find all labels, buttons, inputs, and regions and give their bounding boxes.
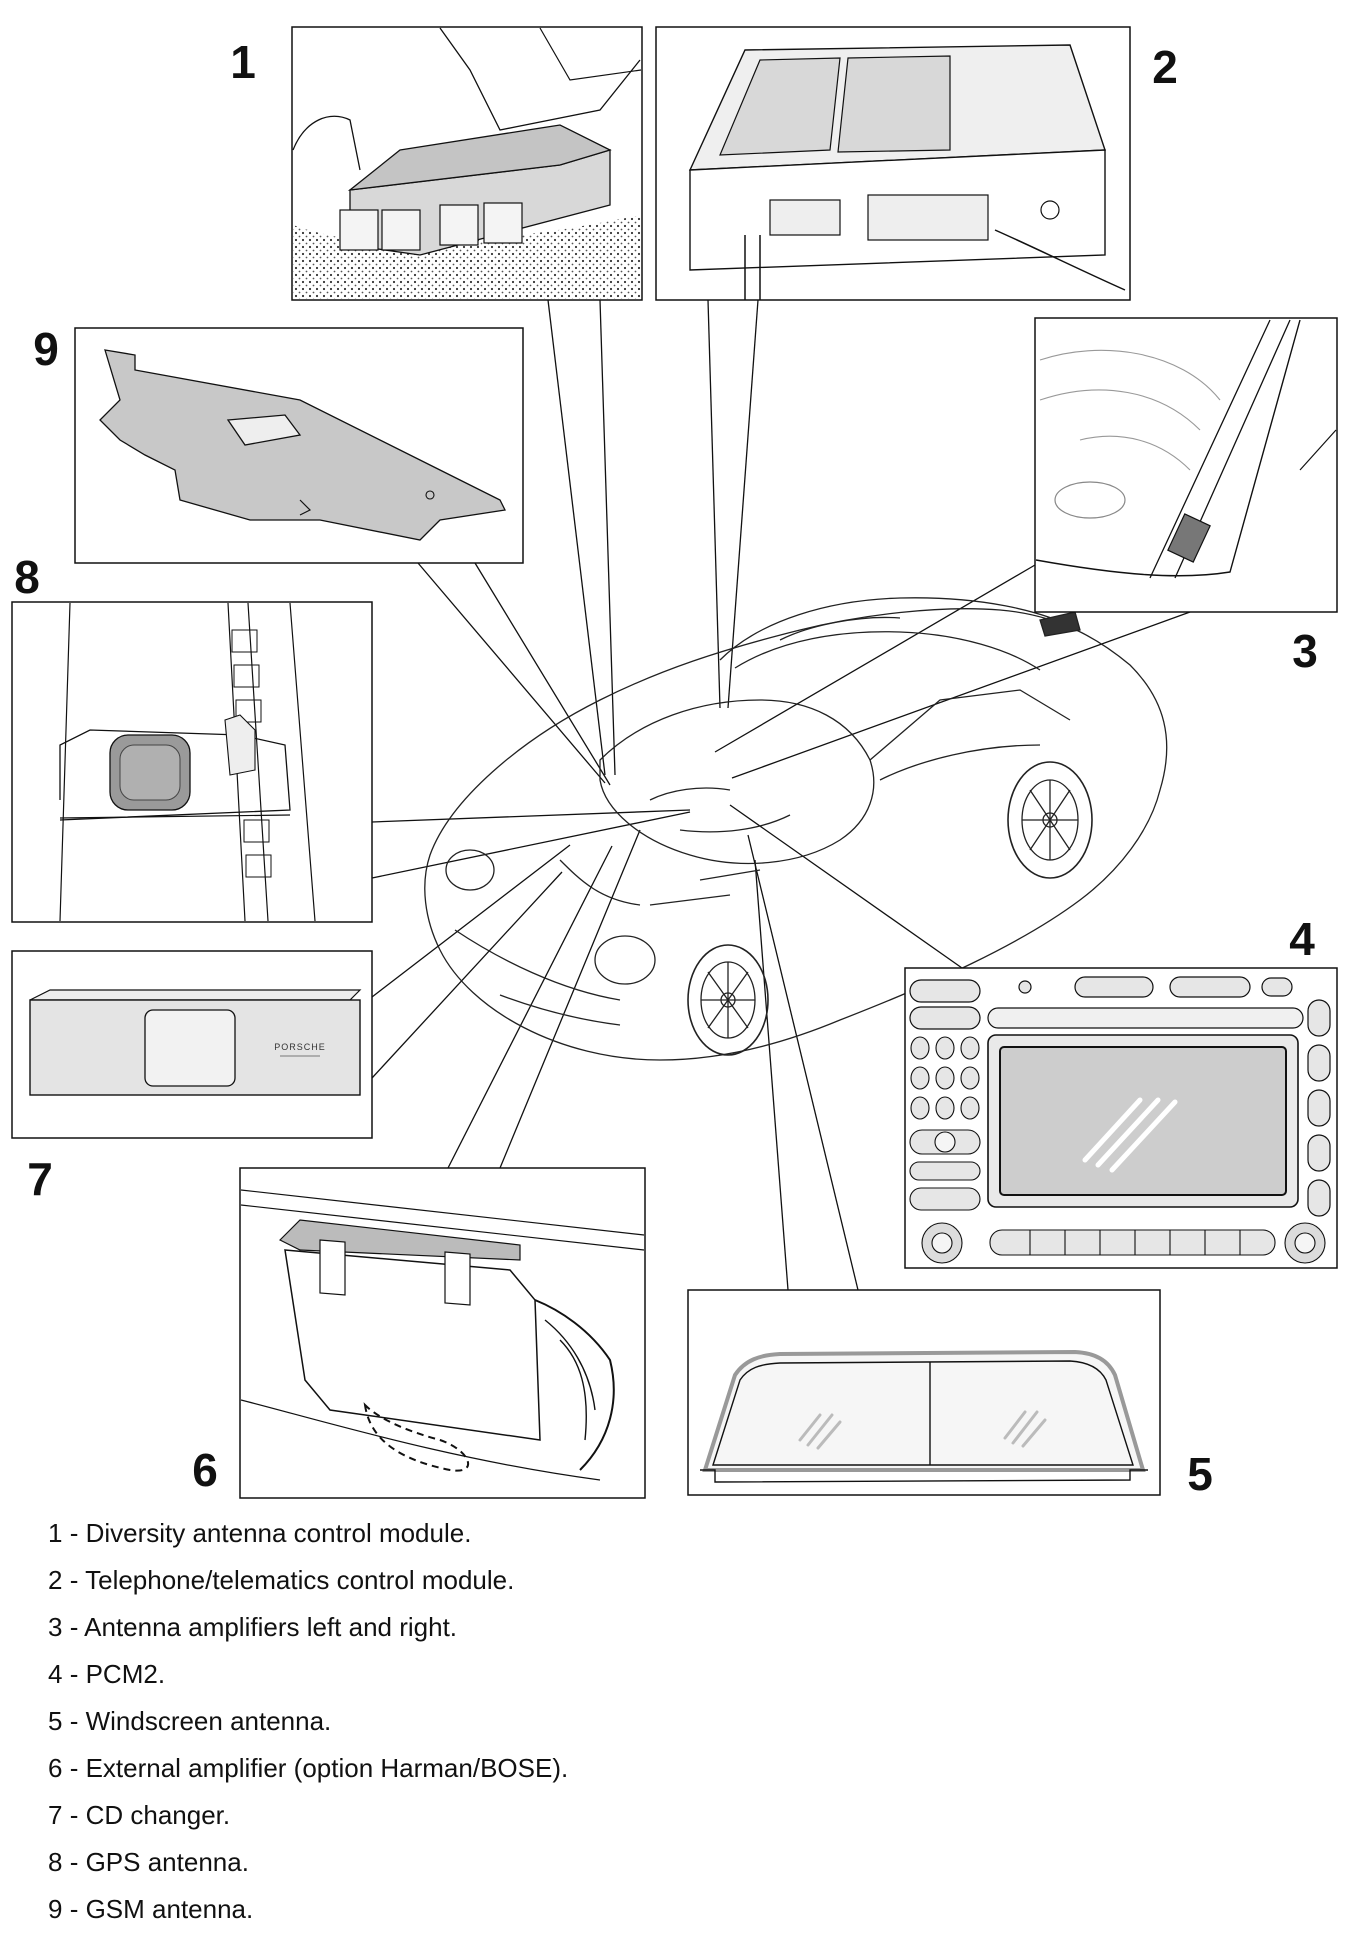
legend-text: Telephone/telematics control module. bbox=[85, 1565, 515, 1595]
legend-item: 4 - PCM2. bbox=[48, 1651, 1048, 1698]
legend-item: 8 - GPS antenna. bbox=[48, 1839, 1048, 1886]
legend-number: 7 bbox=[48, 1800, 63, 1830]
callout-6: 6 bbox=[192, 1444, 218, 1496]
legend-text: GSM antenna. bbox=[85, 1894, 254, 1924]
legend-separator: - bbox=[62, 1659, 86, 1689]
callout-7: 7 bbox=[27, 1153, 53, 1205]
panel-gsm-antenna bbox=[74, 327, 524, 564]
legend-separator: - bbox=[62, 1518, 86, 1548]
panel-diversity-antenna-module bbox=[291, 26, 643, 301]
cd-changer-brand: PORSCHE bbox=[274, 1042, 326, 1052]
legend-separator: - bbox=[62, 1800, 86, 1830]
legend-item: 5 - Windscreen antenna. bbox=[48, 1698, 1048, 1745]
panel-windscreen-antenna bbox=[687, 1289, 1161, 1496]
callout-2: 2 bbox=[1152, 41, 1178, 93]
legend-text: PCM2. bbox=[85, 1659, 166, 1689]
legend-separator: - bbox=[62, 1753, 86, 1783]
legend-text: Diversity antenna control module. bbox=[85, 1518, 472, 1548]
legend-number: 6 bbox=[48, 1753, 63, 1783]
legend-text: Antenna amplifiers left and right. bbox=[84, 1612, 458, 1642]
legend-separator: - bbox=[62, 1847, 86, 1877]
legend-number: 8 bbox=[48, 1847, 63, 1877]
panel-telematics-module bbox=[655, 26, 1131, 301]
callout-3: 3 bbox=[1292, 625, 1318, 677]
panel-antenna-amplifiers bbox=[1034, 317, 1338, 613]
callout-1: 1 bbox=[230, 36, 256, 88]
component-location-diagram: PORSCHE bbox=[11, 26, 1338, 1500]
leader-lines bbox=[371, 299, 1191, 1291]
legend-separator: - bbox=[62, 1706, 86, 1736]
legend-separator: - bbox=[62, 1612, 85, 1642]
legend-item: 6 - External amplifier (option Harman/BO… bbox=[48, 1745, 1048, 1792]
legend-number: 9 bbox=[48, 1894, 63, 1924]
car-illustration bbox=[424, 597, 1168, 1061]
callout-4: 4 bbox=[1289, 913, 1315, 965]
legend-number: 2 bbox=[48, 1565, 63, 1595]
legend-text: CD changer. bbox=[85, 1800, 231, 1830]
legend-number: 4 bbox=[48, 1659, 63, 1689]
component-legend: 1 - Diversity antenna control module. 2 … bbox=[48, 1510, 1048, 1933]
legend-text: External amplifier (option Harman/BOSE). bbox=[85, 1753, 569, 1783]
callout-8: 8 bbox=[14, 551, 40, 603]
legend-text: GPS antenna. bbox=[85, 1847, 249, 1877]
legend-number: 5 bbox=[48, 1706, 63, 1736]
legend-separator: - bbox=[62, 1565, 86, 1595]
legend-item: 2 - Telephone/telematics control module. bbox=[48, 1557, 1048, 1604]
legend-item: 1 - Diversity antenna control module. bbox=[48, 1510, 1048, 1557]
panel-gps-antenna bbox=[11, 601, 373, 923]
panel-external-amplifier bbox=[239, 1167, 646, 1499]
panel-pcm2-unit bbox=[904, 967, 1338, 1269]
legend-separator: - bbox=[62, 1894, 86, 1924]
legend-number: 1 bbox=[48, 1518, 63, 1548]
legend-text: Windscreen antenna. bbox=[85, 1706, 332, 1736]
legend-item: 3 - Antenna amplifiers left and right. bbox=[48, 1604, 1048, 1651]
panel-cd-changer: PORSCHE bbox=[11, 950, 373, 1139]
legend-item: 9 - GSM antenna. bbox=[48, 1886, 1048, 1933]
legend-item: 7 - CD changer. bbox=[48, 1792, 1048, 1839]
callout-9: 9 bbox=[33, 323, 59, 375]
legend-number: 3 bbox=[48, 1612, 63, 1642]
callout-5: 5 bbox=[1187, 1448, 1213, 1500]
